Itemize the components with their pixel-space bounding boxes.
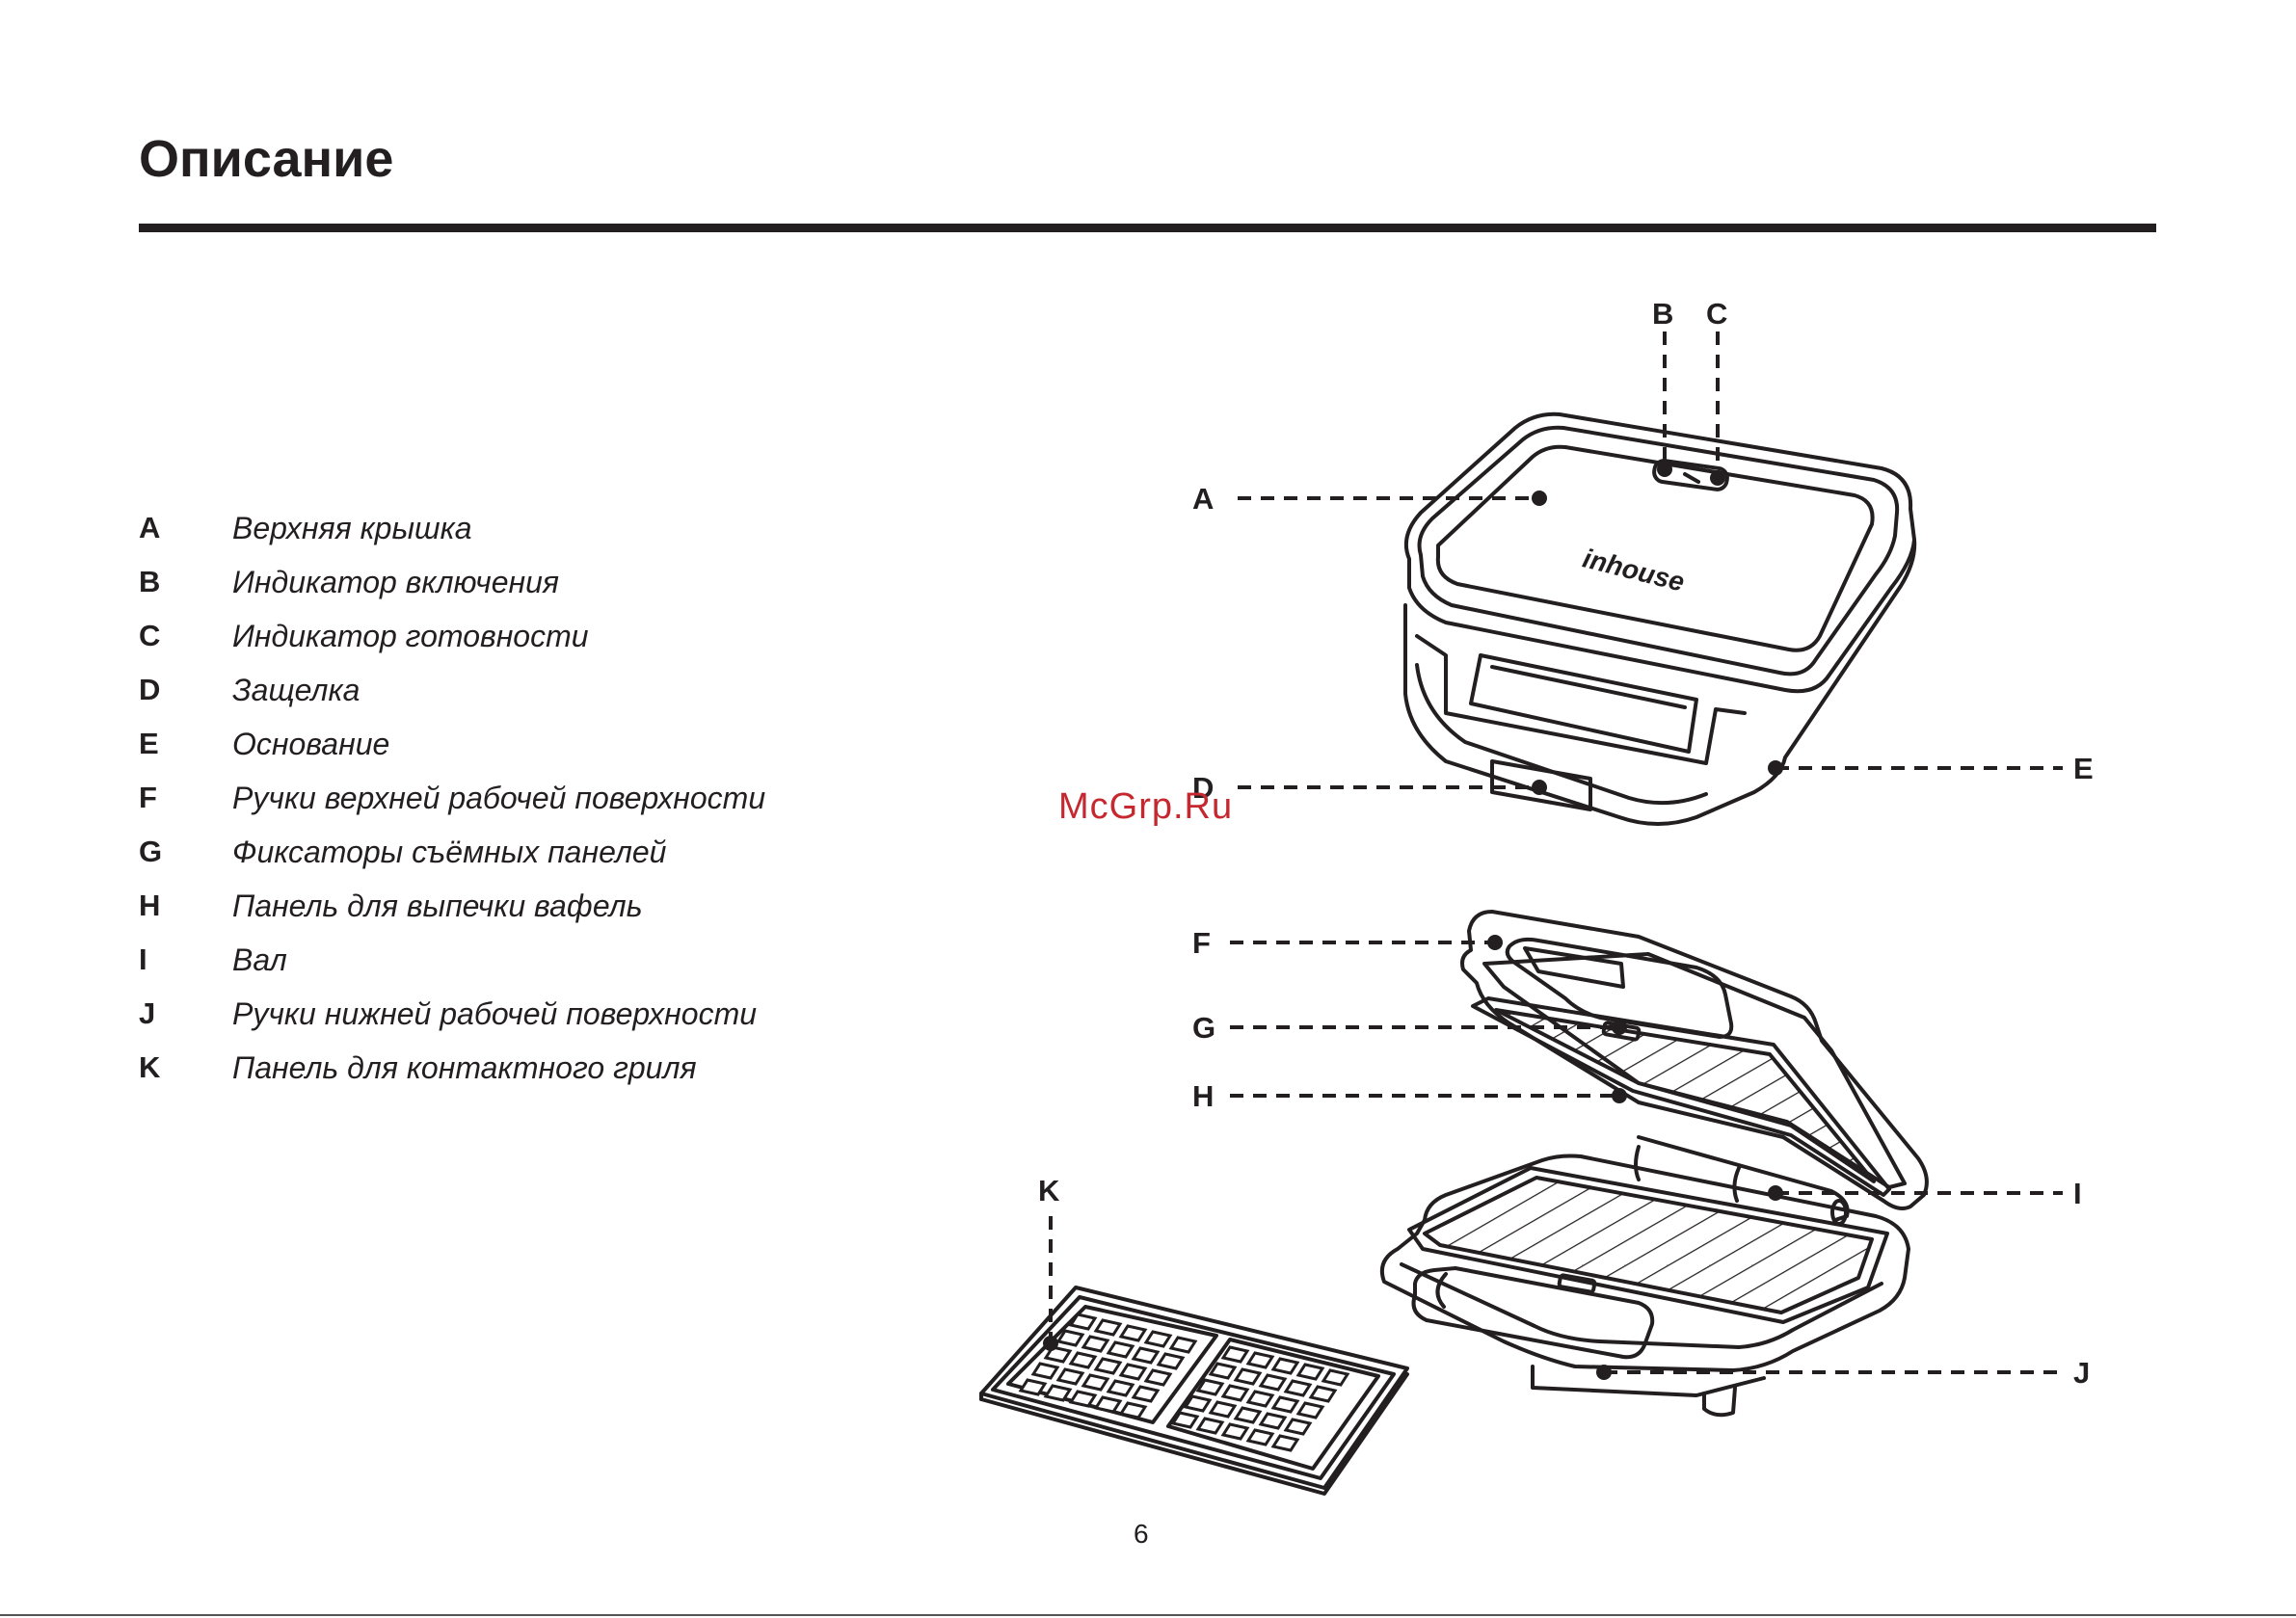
waffle-cell <box>1096 1397 1120 1412</box>
callout-dot-d <box>1532 780 1547 795</box>
waffle-cell <box>1211 1402 1235 1417</box>
callout-label-c: C <box>1706 297 1727 331</box>
callout-dot-j <box>1596 1365 1612 1380</box>
waffle-cell <box>1198 1419 1222 1433</box>
callout-label-e: E <box>2073 752 2094 785</box>
waffle-cell <box>1096 1320 1120 1335</box>
page-bottom-edge <box>0 1614 2296 1616</box>
waffle-cell <box>1261 1414 1285 1428</box>
waffle-cell <box>1223 1386 1247 1400</box>
hinge-mark-left <box>1636 1147 1639 1180</box>
page-number: 6 <box>1134 1519 1149 1550</box>
waffle-plate <box>981 1287 1407 1494</box>
waffle-cell <box>1146 1370 1170 1385</box>
waffle-cell <box>1236 1408 1260 1422</box>
waffle-cell <box>1298 1403 1322 1418</box>
callout-label-g: G <box>1192 1011 1215 1045</box>
waffle-cell <box>1286 1381 1310 1395</box>
callout-dot-e <box>1768 760 1783 776</box>
waffle-cell <box>1261 1375 1285 1390</box>
waffle-cell <box>1058 1331 1082 1345</box>
waffle-cell <box>1121 1365 1145 1379</box>
waffle-cell <box>1273 1359 1297 1373</box>
waffle-cell <box>1211 1364 1235 1378</box>
waffle-cell <box>1159 1354 1183 1368</box>
callout-label-h: H <box>1192 1079 1214 1113</box>
callout-dot-k <box>1043 1336 1058 1351</box>
callout-dot-f <box>1487 935 1503 950</box>
waffle-cell <box>1058 1369 1082 1384</box>
watermark: McGrp.Ru <box>1058 786 1233 828</box>
callout-dot-b <box>1657 462 1672 477</box>
waffle-cell <box>1134 1348 1158 1363</box>
callout-label-k: K <box>1038 1174 1060 1207</box>
waffle-cell <box>1223 1424 1247 1439</box>
waffle-cell <box>1298 1365 1322 1379</box>
waffle-cell <box>1108 1342 1133 1357</box>
hinge-mark-right <box>1734 1168 1739 1201</box>
waffle-cell <box>1083 1375 1108 1390</box>
callout-label-a: A <box>1192 482 1214 516</box>
waffle-cell <box>1311 1387 1335 1401</box>
lower-handle-curve <box>1437 1274 1446 1307</box>
waffle-cell <box>1273 1436 1297 1450</box>
waffle-cell <box>1323 1370 1348 1385</box>
callout-dot-a <box>1532 491 1547 506</box>
waffle-cell <box>1248 1353 1272 1367</box>
waffle-cell <box>1134 1387 1158 1401</box>
callout-dot-c <box>1710 470 1725 486</box>
waffle-cell <box>1071 1392 1095 1406</box>
callout-dot-g <box>1612 1020 1627 1035</box>
front-handle-line <box>1492 667 1685 707</box>
callout-dot-h <box>1612 1088 1627 1103</box>
waffle-cell <box>1146 1332 1170 1346</box>
callout-dot-i <box>1768 1185 1783 1201</box>
waffle-cell <box>1273 1397 1297 1412</box>
waffle-cell <box>1083 1337 1108 1351</box>
callout-label-i: I <box>2073 1177 2082 1210</box>
waffle-cell <box>1236 1369 1260 1384</box>
waffle-cell <box>1248 1392 1272 1406</box>
callout-label-j: J <box>2073 1356 2090 1390</box>
waffle-cell <box>1071 1353 1095 1367</box>
waffle-cell <box>1033 1364 1057 1378</box>
open-appliance <box>1382 912 1927 1415</box>
waffle-cell <box>1108 1381 1133 1395</box>
waffle-cell <box>1223 1347 1247 1362</box>
waffle-cell <box>1286 1419 1310 1434</box>
callout-label-f: F <box>1192 926 1211 960</box>
waffle-cell <box>1121 1326 1145 1340</box>
waffle-cell <box>1121 1403 1145 1418</box>
callout-label-b: B <box>1652 297 1673 331</box>
brand-logo: inhouse <box>1580 544 1688 597</box>
waffle-cell <box>1248 1430 1272 1445</box>
waffle-cell <box>1171 1338 1195 1352</box>
indicator-divider <box>1685 474 1698 482</box>
lower-grill-plate-ridges <box>1425 1178 1872 1313</box>
closed-appliance <box>1405 414 1914 824</box>
waffle-cell <box>1096 1359 1120 1373</box>
